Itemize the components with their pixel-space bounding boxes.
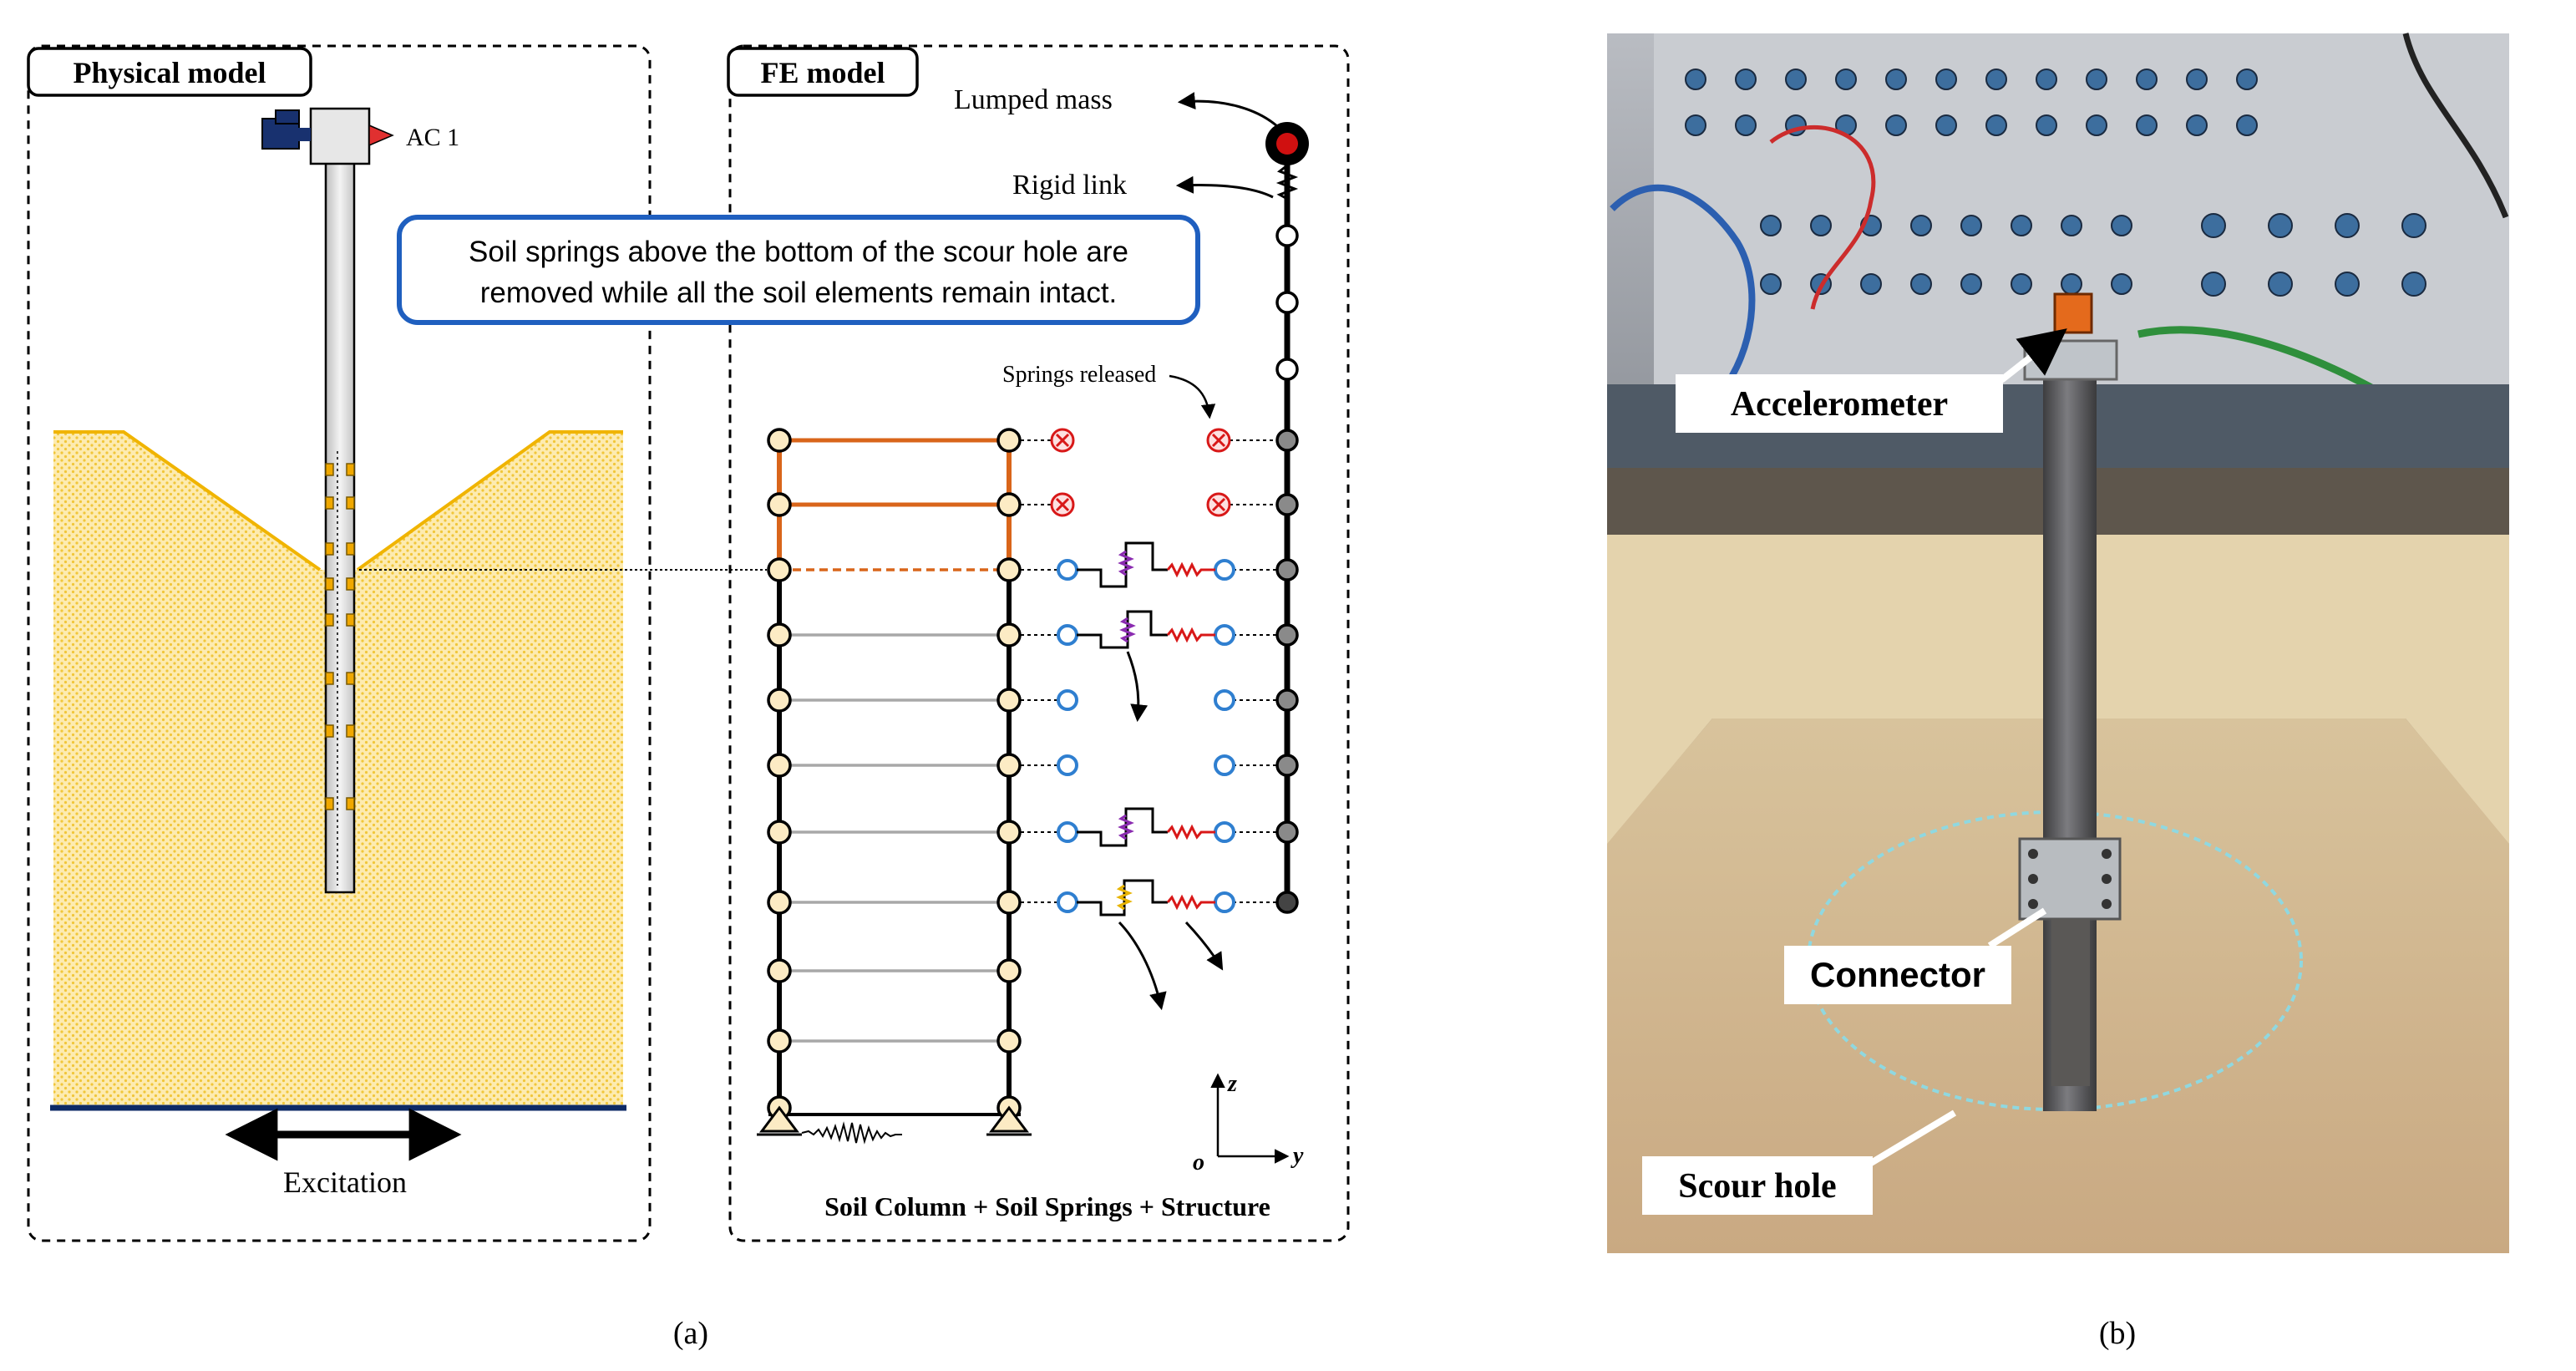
photo-panel: Accelerometer Connector Scour hole <box>1607 33 2509 1253</box>
rack-connectors <box>1685 69 2426 297</box>
springs-released-arrow <box>1169 374 1216 419</box>
accelerometer-tag <box>1676 374 2003 433</box>
spring-assembly-5 <box>1077 807 1215 847</box>
fe-model-panel: FE model Lumped mass Rigid link Soil spr… <box>397 44 1350 1242</box>
connector-bolts <box>2028 849 2112 909</box>
soil-column-nodes <box>767 428 1022 1120</box>
released-spring-cross <box>1055 433 1226 512</box>
strain-gauges <box>325 463 355 810</box>
fe-model-frame <box>728 44 1350 1242</box>
physical-model-panel: Physical model AC 1 Excitation <box>27 44 767 1242</box>
connector-arrow <box>1987 907 2047 949</box>
spring-end-nodes <box>1057 559 1235 913</box>
soil-column-supports <box>757 1105 1032 1136</box>
lumped-mass-node-core <box>1276 133 1298 155</box>
excitation-label: Excitation <box>283 1165 407 1199</box>
structure-nodes-white <box>1275 224 1299 381</box>
rigid-link-spring <box>1275 164 1299 201</box>
scour-hole-arrow <box>1869 1109 1957 1166</box>
physical-model-title-box <box>27 47 312 97</box>
fe-model-title-box <box>727 47 919 97</box>
ac1-sensor-connector <box>297 128 311 141</box>
panel-a-label: (a) <box>673 1316 708 1351</box>
fe-model-caption: Soil Column + Soil Springs + Structure <box>824 1191 1270 1221</box>
ac1-direction-marker <box>368 124 394 147</box>
lumped-mass-label: Lumped mass <box>954 84 1113 115</box>
axis-y-label: y <box>1291 1143 1304 1169</box>
ac1-label: AC 1 <box>406 124 459 151</box>
physical-model-title: Physical model <box>74 56 266 89</box>
pile <box>324 155 356 894</box>
spring-assembly-1 <box>1077 541 1215 588</box>
accelerometer-arrow <box>1999 328 2067 383</box>
structure-nodes-grey <box>1275 429 1299 844</box>
fe-model-title: FE model <box>761 56 885 89</box>
cable-dark <box>2402 33 2509 219</box>
panel-b-label: (b) <box>2099 1316 2136 1351</box>
scour-hole-outline <box>53 430 322 571</box>
cable-blue <box>1610 184 1756 395</box>
scour-callout-line1: Soil springs above the bottom of the sco… <box>469 236 1128 268</box>
scour-callout-box <box>397 215 1200 325</box>
rigid-link-label: Rigid link <box>1012 170 1127 201</box>
released-spring-links <box>1021 439 1276 903</box>
scour-callout-line2: removed while all the soil elements rema… <box>480 277 1118 309</box>
axis-origin-label: o <box>1193 1150 1204 1176</box>
connector-tag <box>1784 946 2011 1004</box>
lumped-mass-arrow <box>1177 92 1286 135</box>
ac1-sensor-cap <box>275 109 300 124</box>
released-spring-markers <box>1050 428 1231 517</box>
soil-column <box>757 428 1032 1145</box>
pile-top-plate <box>2023 339 2118 381</box>
ground-motion-signal <box>801 1121 902 1145</box>
accelerometer-label: Accelerometer <box>1731 385 1948 424</box>
lower-pile-section <box>2051 919 2090 1086</box>
scour-hole-tag <box>1642 1156 1873 1215</box>
connector-label: Connector <box>1810 955 1985 994</box>
pile-head-block <box>309 107 371 165</box>
scour-hole-label: Scour hole <box>1678 1167 1836 1206</box>
scour-hole-ellipse <box>1807 810 2303 1111</box>
axis-z-label: z <box>1227 1071 1237 1097</box>
spring-assembly-6 <box>1077 879 1224 1011</box>
pile-tip-node <box>1275 891 1299 914</box>
cable-red <box>1769 124 1876 310</box>
rigid-link-arrow <box>1175 175 1274 199</box>
spring-assembly-2 <box>1077 610 1215 723</box>
springs-released-label: Springs released <box>1002 362 1156 388</box>
scour-hole-outline-right <box>356 430 623 571</box>
accelerometer-sensor <box>2053 292 2093 334</box>
